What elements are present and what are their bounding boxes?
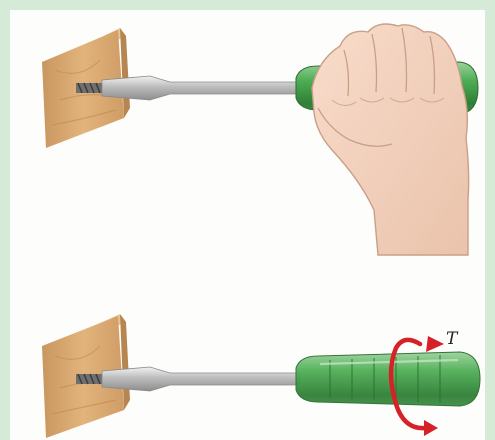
screwdriver-handle-bottom [296, 352, 480, 406]
screwdriver-with-torque: T [42, 314, 480, 438]
hand [312, 24, 469, 255]
torque-arrowhead-bottom [424, 420, 438, 436]
torque-label: T [446, 329, 459, 349]
screwdriver-shaft-top [102, 76, 300, 100]
screwdriver-shaft-bottom [102, 367, 300, 391]
hand-gripping-screwdriver [42, 24, 478, 255]
torque-arrowhead-top [426, 336, 444, 352]
